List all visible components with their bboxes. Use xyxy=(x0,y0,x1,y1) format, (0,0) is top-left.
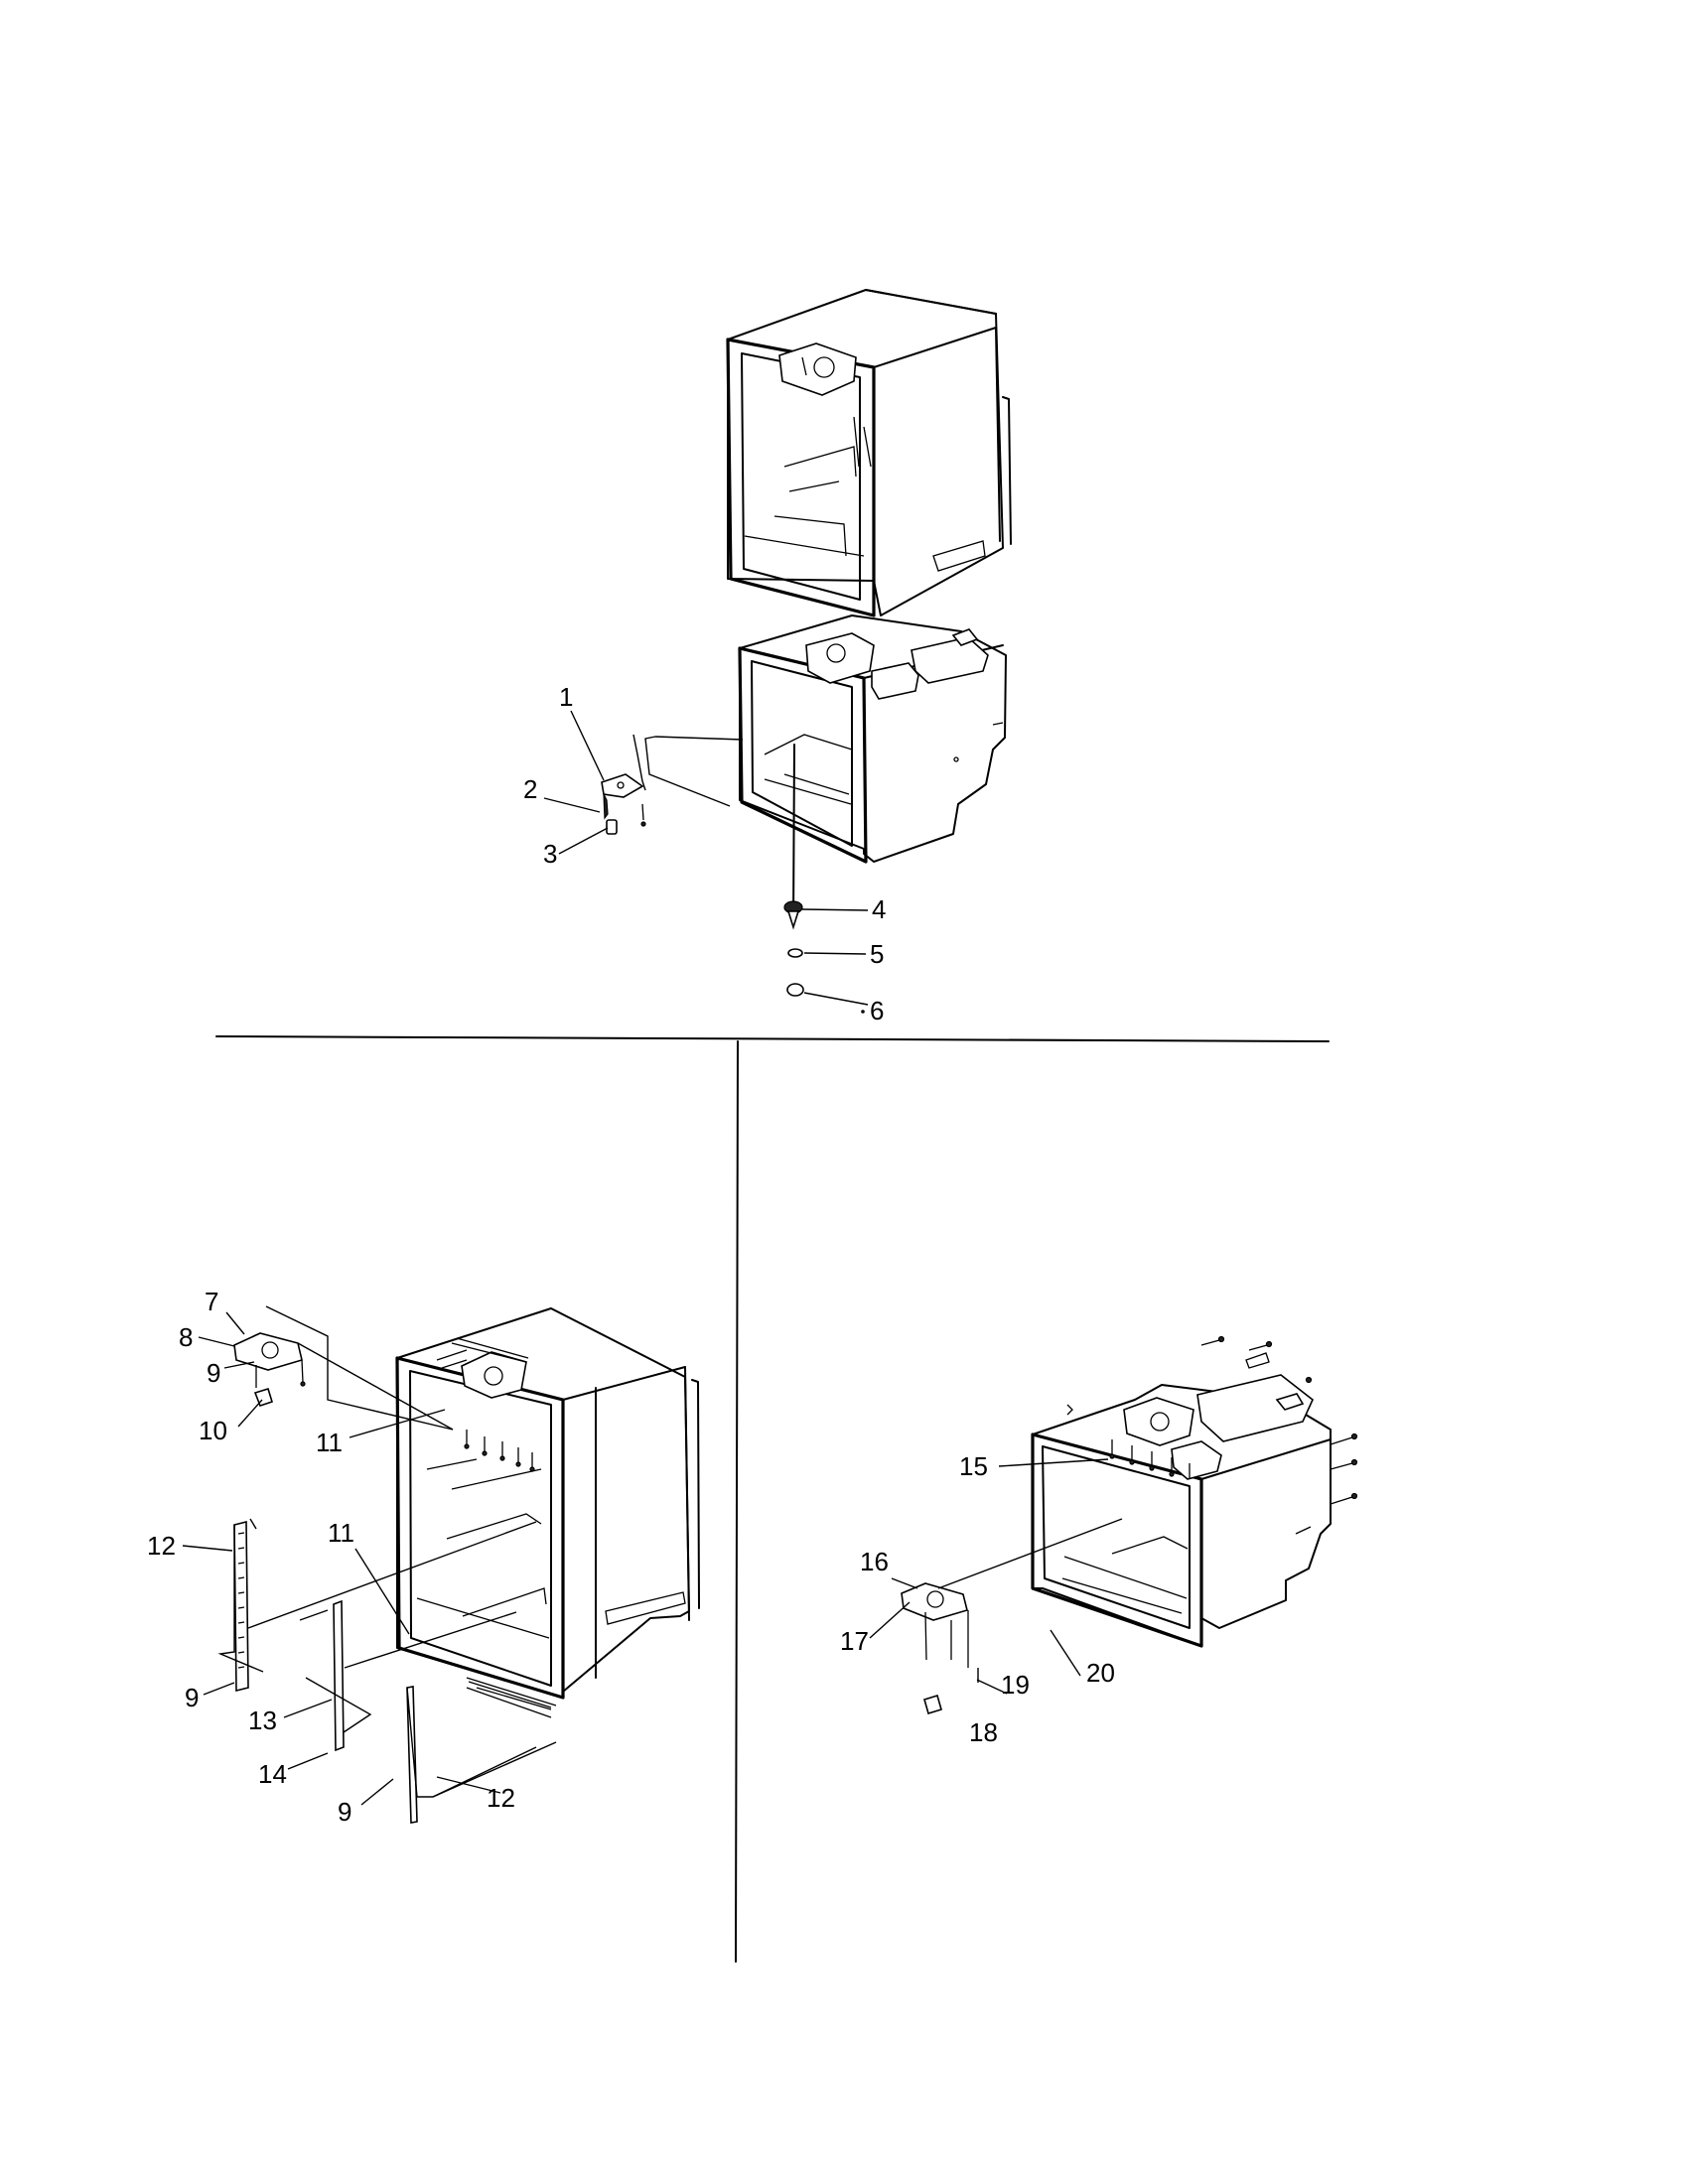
nut-part-3 xyxy=(606,819,618,835)
left-small-parts xyxy=(217,1305,557,1824)
callout-5: 5 xyxy=(870,939,884,969)
callout-12a: 12 xyxy=(147,1531,176,1561)
section-dividers xyxy=(215,1035,1330,1963)
hinge-part-16 xyxy=(901,1582,968,1621)
top-small-parts xyxy=(601,734,865,1014)
screw-part-2 xyxy=(603,793,609,820)
callout-1: 1 xyxy=(559,682,573,712)
callout-9a: 9 xyxy=(207,1358,220,1388)
rail-part-13 xyxy=(333,1599,345,1752)
callout-18: 18 xyxy=(969,1717,998,1747)
callout-13: 13 xyxy=(248,1706,277,1735)
callout-labels: 1 2 3 4 5 6 7 8 9 10 11 11 12 9 13 14 9 … xyxy=(147,682,1115,1827)
callout-2: 2 xyxy=(523,774,537,804)
right-small-parts xyxy=(901,1518,1123,1715)
callout-11b: 11 xyxy=(328,1518,354,1548)
roller-part-18 xyxy=(923,1694,942,1715)
callout-17: 17 xyxy=(840,1626,869,1656)
callout-8: 8 xyxy=(179,1322,193,1352)
callout-3: 3 xyxy=(543,839,557,869)
callout-16: 16 xyxy=(860,1547,889,1576)
upper-cabinet-liner xyxy=(726,289,1012,617)
washer-part-5 xyxy=(787,948,803,958)
roller-part-10 xyxy=(253,1388,273,1408)
callout-9c: 9 xyxy=(338,1797,351,1827)
callout-7: 7 xyxy=(205,1287,218,1316)
hinge-bracket-part-1 xyxy=(601,773,644,798)
lower-cabinet-liner xyxy=(738,614,1007,864)
callout-19: 19 xyxy=(1001,1670,1030,1700)
left-cabinet-liner xyxy=(395,1307,700,1710)
callout-leaders xyxy=(182,710,1109,1806)
right-cabinet-liner xyxy=(1031,1335,1358,1648)
callout-6: 6 xyxy=(870,996,884,1025)
callout-9b: 9 xyxy=(185,1683,199,1712)
rail-part-12 xyxy=(233,1520,249,1693)
callout-12b: 12 xyxy=(487,1783,515,1813)
callout-11a: 11 xyxy=(316,1428,343,1457)
callout-15: 15 xyxy=(959,1451,988,1481)
callout-14: 14 xyxy=(258,1759,287,1789)
foot-part-6 xyxy=(786,983,804,997)
callout-20: 20 xyxy=(1086,1658,1115,1688)
callout-4: 4 xyxy=(872,894,886,924)
callout-10: 10 xyxy=(199,1416,227,1445)
